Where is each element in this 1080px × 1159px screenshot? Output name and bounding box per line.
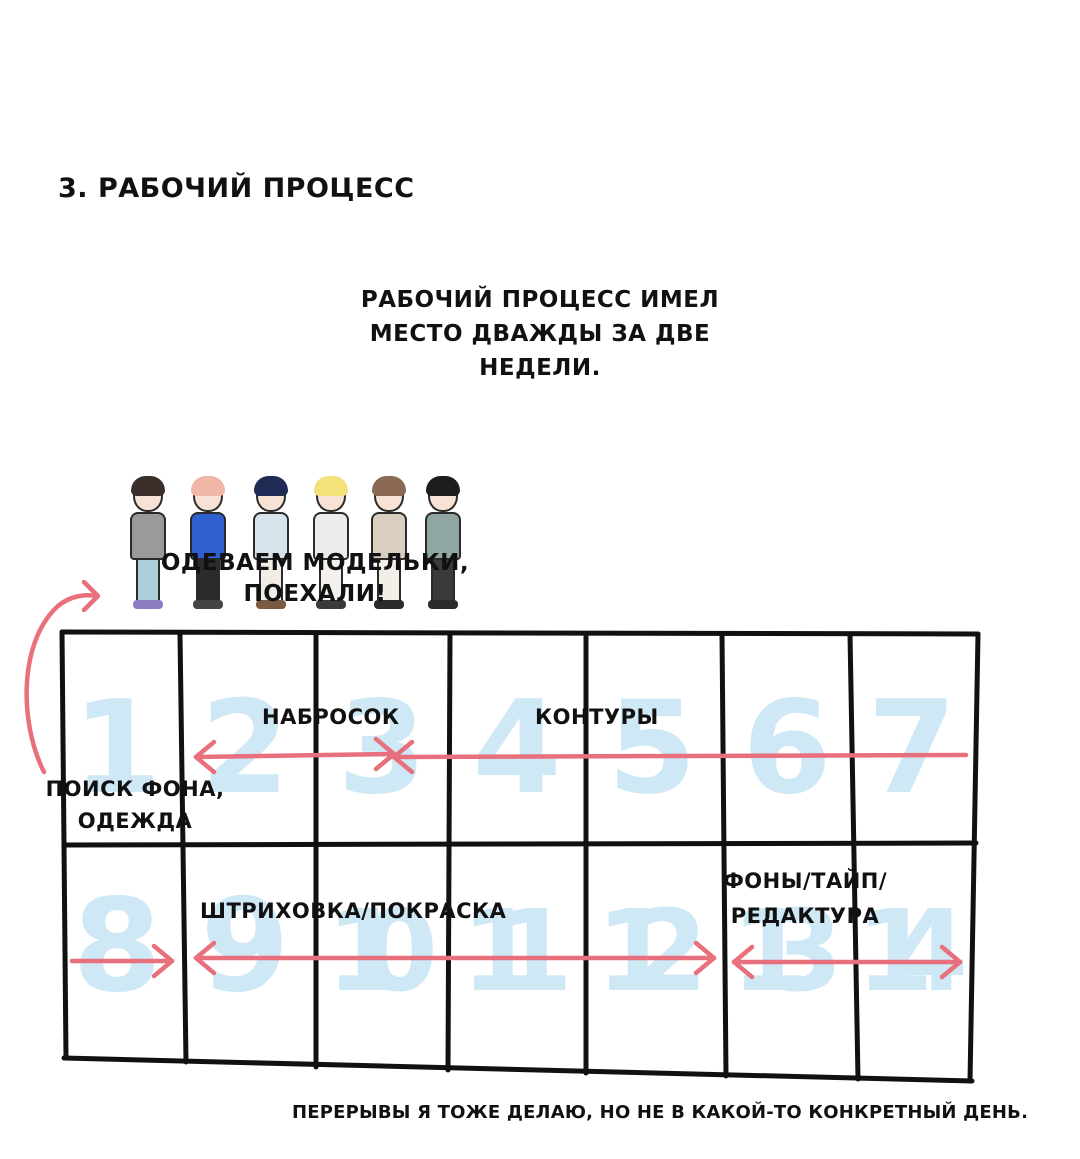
day-number: 4 <box>472 674 561 823</box>
grid-line <box>445 631 453 1073</box>
figure-brown-hair-cardigan <box>366 476 412 612</box>
day-number: 8 <box>72 872 161 1021</box>
day-number: 5 <box>607 674 696 823</box>
day-number: 3 <box>337 674 426 823</box>
day-number: 12 <box>596 887 708 1017</box>
intro-text: Рабочий процесс имел место дважды за две… <box>330 283 750 385</box>
calendar-grid <box>59 629 981 1084</box>
stage-arrow <box>391 739 415 775</box>
figure-shoes <box>193 600 223 609</box>
grid-line <box>177 631 189 1065</box>
figure-hair <box>254 476 288 496</box>
stage-arrow <box>151 943 175 979</box>
search-line: одежда <box>77 809 193 833</box>
stage-arrow <box>193 940 217 976</box>
day-number: 11 <box>461 887 573 1017</box>
figure-black-hair-jacket <box>420 476 466 612</box>
grid-line <box>59 629 69 1061</box>
figure-legs <box>377 560 401 602</box>
figure-girl-gray <box>125 476 171 612</box>
grid-line <box>719 631 729 1079</box>
grid-line <box>847 631 861 1082</box>
stage-arrow <box>939 944 963 980</box>
backgrounds-line: Фоны/тайп/ <box>722 869 888 893</box>
day-number: 7 <box>867 674 956 823</box>
dress-models-label: Одеваем модельки, поехали! <box>150 548 480 610</box>
stage-label-lineart: Контуры <box>535 705 659 729</box>
day-number: 6 <box>742 674 831 823</box>
stage-arrow <box>81 579 101 613</box>
figure-body <box>253 512 289 560</box>
intro-line: Рабочий процесс имел <box>360 287 720 313</box>
figure-body <box>313 512 349 560</box>
figure-hair <box>131 476 165 496</box>
day-number: 9 <box>200 872 289 1021</box>
search-line: Поиск фона, <box>45 777 225 801</box>
figure-shoes <box>374 600 404 609</box>
dress-line: Одеваем модельки, <box>160 550 470 576</box>
backgrounds-line: редактура <box>730 904 880 928</box>
figure-body <box>190 512 226 560</box>
section-title: 3. Рабочий процесс <box>58 173 415 204</box>
footnote: Перерывы я тоже делаю, но не в какой-то … <box>292 1102 1029 1123</box>
stage-label-backgrounds: Фоны/тайп/ редактура <box>700 864 910 934</box>
figure-navy-hair-shirt <box>248 476 294 612</box>
grid-line <box>61 1055 975 1084</box>
figure-shoes <box>256 600 286 609</box>
figure-pink-hair-blue <box>185 476 231 612</box>
intro-line: недели. <box>479 355 601 381</box>
stage-arrow <box>731 944 755 980</box>
figure-shoes <box>316 600 346 609</box>
figure-blonde-tie <box>308 476 354 612</box>
intro-line: место дважды за две <box>369 321 711 347</box>
grid-line <box>59 629 981 637</box>
day-number: 13 <box>731 887 843 1017</box>
stage-label-search: Поиск фона, одежда <box>30 773 240 837</box>
stage-arrows <box>24 579 969 980</box>
stage-arrow <box>193 739 217 775</box>
figure-shoes <box>133 600 163 609</box>
figure-body <box>371 512 407 560</box>
stage-label-hatching: Штриховка/покраска <box>200 899 507 923</box>
day-number: 1 <box>72 674 161 823</box>
figure-hair <box>314 476 348 496</box>
figure-body <box>425 512 461 560</box>
grid-line <box>967 631 981 1084</box>
stage-arrow <box>373 736 397 772</box>
figure-body <box>130 512 166 560</box>
stage-label-sketch: Набросок <box>262 705 400 729</box>
figure-hair <box>372 476 406 496</box>
stage-arrow <box>391 752 969 760</box>
day-number: 2 <box>200 674 289 823</box>
figure-hair <box>426 476 460 496</box>
stage-arrow <box>193 751 397 760</box>
day-number: 10 <box>326 887 438 1017</box>
figure-hair <box>191 476 225 496</box>
stage-arrow <box>693 940 717 976</box>
grid-line <box>61 840 979 848</box>
dress-line: поехали! <box>243 581 387 607</box>
stage-arrow <box>24 593 99 775</box>
figure-shoes <box>428 600 458 609</box>
